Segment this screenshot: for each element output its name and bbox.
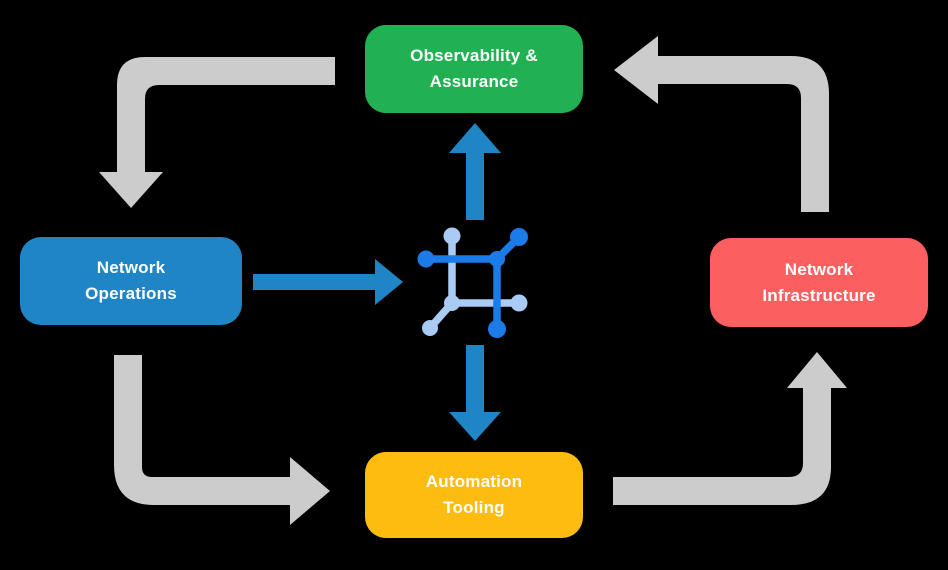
- cycle-arrow-automation-to-infrastructure: [613, 352, 847, 505]
- node-network-operations-label: Network Operations: [85, 255, 177, 307]
- node-observability: Observability & Assurance: [365, 25, 583, 113]
- node-network-infrastructure-label-line1: Network: [784, 259, 854, 279]
- node-network-operations: Network Operations: [20, 237, 242, 325]
- network-mesh-icon-dark-nodes: [417, 228, 528, 338]
- node-network-infrastructure-label: Network Infrastructure: [762, 257, 875, 309]
- node-network-infrastructure: Network Infrastructure: [710, 238, 928, 327]
- flow-arrow-operations-to-center: [253, 259, 403, 305]
- cycle-arrow-operations-to-automation: [114, 355, 330, 525]
- cycle-arrow-infrastructure-to-observability: [614, 36, 829, 212]
- network-mesh-icon: [417, 227, 528, 338]
- node-automation-tooling-label: Automation Tooling: [426, 469, 522, 521]
- node-observability-label-line1: Observability &: [410, 46, 538, 65]
- flow-arrow-center-to-automation: [449, 345, 501, 441]
- cycle-arrow-observability-to-operations: [99, 57, 335, 208]
- network-mesh-icon-light-nodes: [422, 227, 528, 336]
- node-network-operations-label-line2: Operations: [85, 284, 177, 303]
- node-automation-tooling-label-line2: Tooling: [443, 498, 505, 517]
- node-automation-tooling: Automation Tooling: [365, 452, 583, 538]
- flow-arrow-center-to-observability: [449, 123, 501, 220]
- node-automation-tooling-label-line1: Automation: [425, 472, 523, 491]
- node-network-operations-label-line1: Network: [96, 258, 166, 277]
- node-network-infrastructure-label-line2: Infrastructure: [762, 285, 876, 305]
- node-observability-label-line2: Assurance: [429, 72, 519, 91]
- node-observability-label: Observability & Assurance: [410, 43, 538, 95]
